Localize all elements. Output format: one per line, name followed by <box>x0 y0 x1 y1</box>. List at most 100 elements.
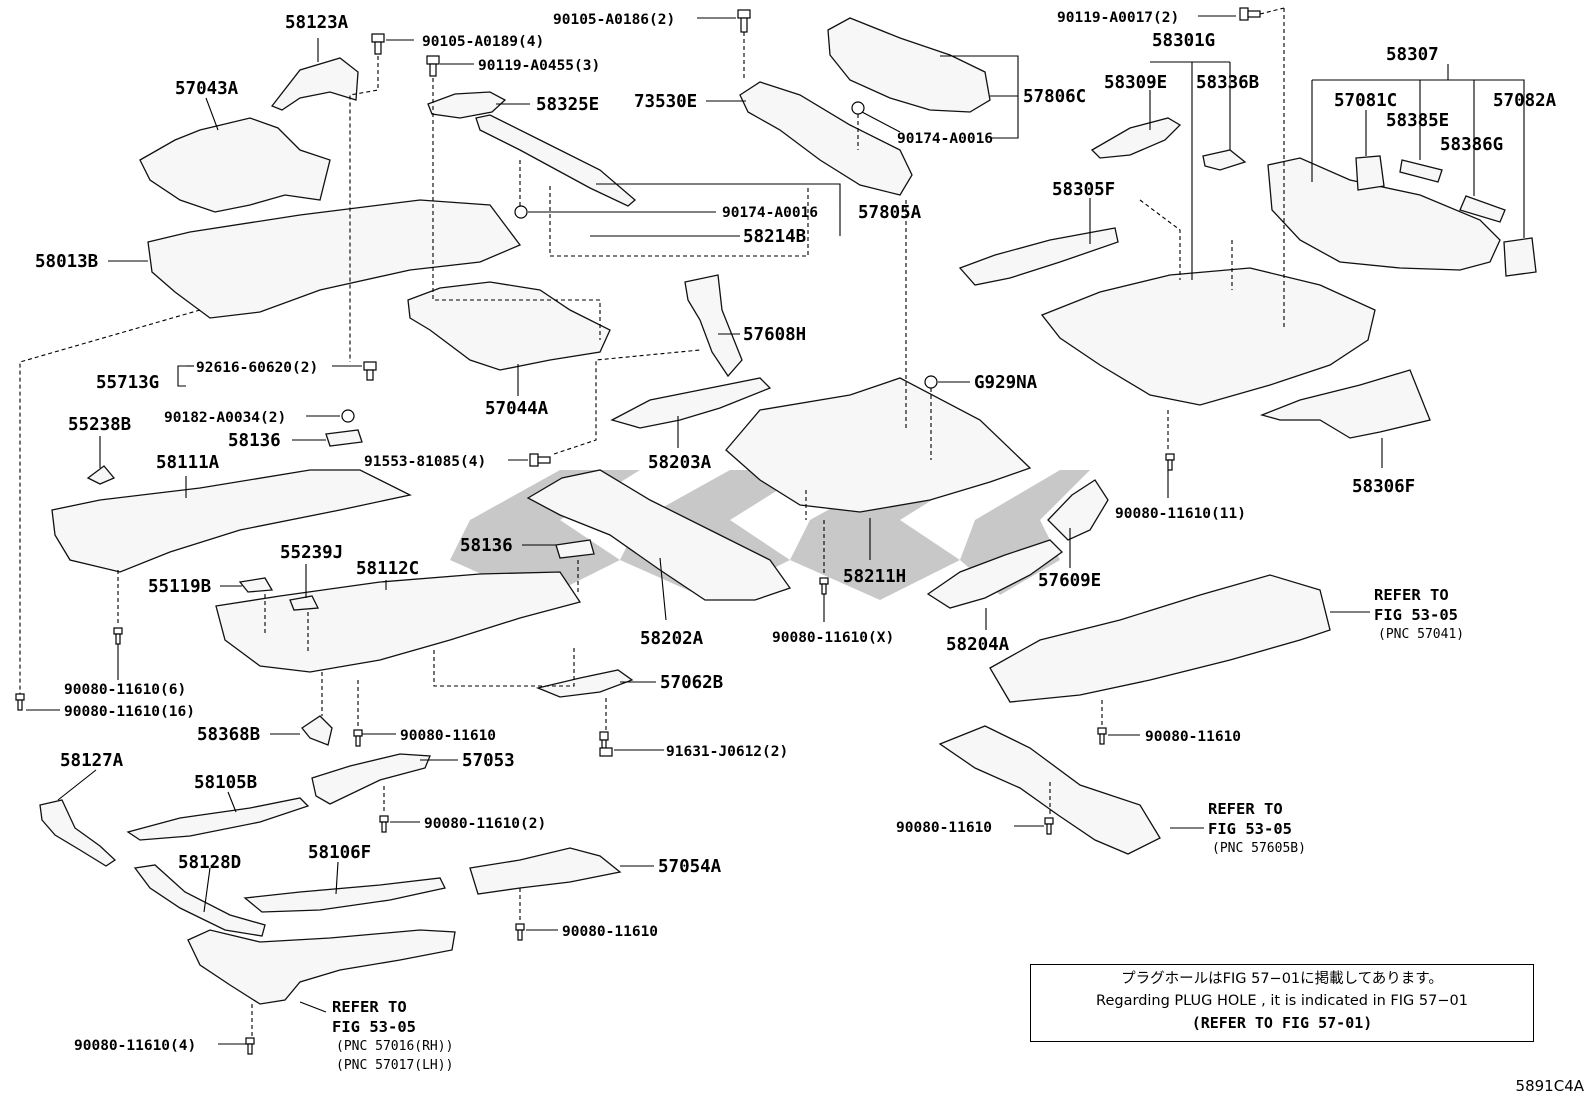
note-japanese: プラグホールはFIG 57−01に掲載してあります。 <box>1121 971 1443 987</box>
part-55119B <box>238 577 274 593</box>
part-57016-frame <box>187 929 456 1005</box>
part-57054A <box>469 847 622 895</box>
fastener-label: 90080-11610 <box>896 820 992 836</box>
part-57044A <box>407 281 611 371</box>
part-58128D <box>133 864 266 937</box>
pnc-label: 55119B <box>148 577 211 597</box>
nut-icon <box>514 205 528 219</box>
fastener-label: 90174-A0016 <box>897 131 993 147</box>
fastener-label: 90080-11610 <box>400 728 496 744</box>
part-58385E <box>1399 159 1443 183</box>
pnc-label: 58336B <box>1196 73 1259 93</box>
part-58309E <box>1090 117 1182 159</box>
part-58105B <box>126 797 310 841</box>
part-labels: 58123A 90105-A0189(4) 90119-A0455(3) 570… <box>35 10 1557 1054</box>
pnc-label: 57806C <box>1023 87 1086 107</box>
part-58336B <box>1202 149 1247 171</box>
pnc-label: 58127A <box>60 751 124 771</box>
bolt-icon <box>379 815 389 833</box>
part-shapes <box>39 17 1537 1005</box>
part-55239J <box>289 595 320 611</box>
part-58013B <box>147 199 522 319</box>
part-58368B <box>301 715 333 746</box>
part-57806C <box>827 17 991 113</box>
fastener-label: 91631-J0612(2) <box>666 744 788 760</box>
pnc-label: 55713G <box>96 373 159 393</box>
refer-to-label: REFER TO <box>1374 586 1449 604</box>
fastener-label: 92616-60620(2) <box>196 360 318 376</box>
bolt-icon <box>819 577 829 595</box>
bolt-icon <box>1239 7 1261 21</box>
pnc-label: 58301G <box>1152 31 1215 51</box>
bolt-icon <box>353 729 363 747</box>
refer-pnc-label: (PNC 57041) <box>1378 627 1464 642</box>
bolt-icon <box>515 923 525 941</box>
part-57043A <box>139 117 331 213</box>
pnc-label: 58136 <box>228 431 281 451</box>
pnc-label: 57044A <box>485 399 549 419</box>
pnc-label: 58204A <box>946 635 1010 655</box>
part-58123A <box>270 57 359 111</box>
pnc-label: 58211H <box>843 567 906 587</box>
part-58301G <box>1040 267 1376 406</box>
pnc-label: 58202A <box>640 629 704 649</box>
part-58202A <box>526 469 792 601</box>
pnc-label: 58136 <box>460 536 513 556</box>
fastener-label: 90119-A0455(3) <box>478 58 600 74</box>
part-58325E <box>427 91 507 119</box>
pnc-label: 55239J <box>280 543 343 563</box>
fastener-label: 90080-11610 <box>562 924 658 940</box>
pnc-label: 58112C <box>356 559 419 579</box>
bolt-icon <box>426 55 440 77</box>
part-57081C-panel <box>1267 157 1501 271</box>
plug-hole-note: プラグホールはFIG 57−01に掲載してあります。 Regarding PLU… <box>1030 964 1534 1042</box>
fastener-label: 90182-A0034(2) <box>164 410 286 426</box>
part-58127A <box>39 799 117 867</box>
pnc-label: 57805A <box>858 203 922 223</box>
bolt-icon <box>529 453 551 467</box>
refer-pnc-label: (PNC 57017(LH)) <box>336 1058 453 1073</box>
pnc-label: 58325E <box>536 95 599 115</box>
pnc-label: 58128D <box>178 853 241 873</box>
nut-icon <box>924 375 938 389</box>
pnc-label: 57053 <box>462 751 515 771</box>
part-57805A-rail <box>475 114 636 207</box>
bolt-icon <box>15 693 25 711</box>
pnc-label: 57043A <box>175 79 239 99</box>
refer-fig-label: FIG 53-05 <box>1374 606 1458 624</box>
fastener-label: 90105-A0189(4) <box>422 34 544 50</box>
part-57053 <box>311 753 431 805</box>
bolt-icon <box>363 361 377 381</box>
part-57062B <box>535 669 634 698</box>
pnc-label: 58203A <box>648 453 712 473</box>
pnc-label: 57081C <box>1334 91 1397 111</box>
fastener-label: 90080-11610(11) <box>1115 506 1246 522</box>
pnc-label: 58013B <box>35 252 98 272</box>
pnc-label: 58307 <box>1386 45 1439 65</box>
part-58211H <box>725 377 1032 513</box>
part-57041-frame <box>989 574 1331 703</box>
note-english: Regarding PLUG HOLE , it is indicated in… <box>1096 993 1468 1009</box>
part-58306F <box>1259 369 1431 439</box>
leader-lines <box>26 15 1525 1045</box>
fastener-label: 90080-11610(2) <box>424 816 546 832</box>
pnc-label: 73530E <box>634 92 697 112</box>
bolt-icon <box>371 33 385 55</box>
part-58305F <box>958 227 1119 286</box>
refer-fig-label: FIG 53-05 <box>332 1018 416 1036</box>
pnc-label: 58106F <box>308 843 371 863</box>
fastener-label: 91553-81085(4) <box>364 454 486 470</box>
diagram-code: 5891C4A <box>1515 1077 1584 1095</box>
pnc-label: 58123A <box>285 13 349 33</box>
fastener-label: 90080-11610(X) <box>772 630 894 646</box>
part-55238B <box>86 465 116 485</box>
pnc-label: 57054A <box>658 857 722 877</box>
refer-fig-label: FIG 53-05 <box>1208 820 1292 838</box>
fasteners <box>15 7 1261 1055</box>
part-57609E <box>1047 479 1109 541</box>
bolt-icon <box>1097 727 1107 745</box>
part-58111A <box>51 469 412 573</box>
bolt-icon <box>113 627 123 645</box>
fastener-label: 90080-11610(16) <box>64 704 195 720</box>
